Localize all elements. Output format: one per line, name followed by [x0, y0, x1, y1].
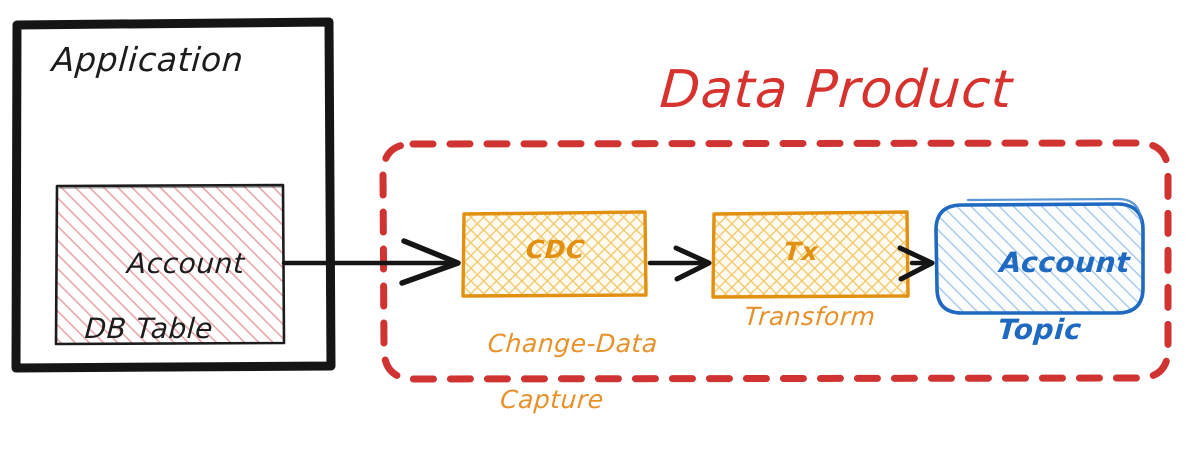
arrow-db-to-cdc: [281, 238, 461, 286]
cdc-box-shape: [461, 210, 648, 298]
account-topic-sketch-stroke: [966, 197, 1143, 224]
cdc-box-label: CDC: [524, 235, 586, 264]
account-db-table-label: Account DB Table: [80, 219, 248, 404]
arrow-cdc-to-transform: [647, 245, 712, 282]
account-topic-shape: [934, 197, 1145, 315]
data-product-container: [379, 139, 1172, 383]
diagram-canvas: Application Account DB Table Data Produc…: [11, 17, 1172, 414]
cdc-caption-line2: Capture: [499, 385, 605, 414]
transform-box-border: [711, 210, 910, 299]
account-topic-label-line1: Account: [998, 246, 1132, 280]
arrow-head: [673, 245, 712, 282]
db-table-label-line1: Account: [126, 247, 246, 281]
arrow-transform-to-topic: [897, 245, 935, 282]
arrow-head: [399, 238, 461, 286]
transform-box-label: Tx: [782, 237, 820, 266]
transform-caption: Transform: [743, 302, 877, 331]
cdc-caption-line1: Change-Data: [486, 329, 659, 358]
account-topic-label-line2: Topic: [996, 312, 1083, 346]
db-table-border: [54, 183, 286, 346]
transform-box-shape: [711, 210, 910, 299]
cdc-caption: Change-Data Capture: [437, 303, 668, 467]
data-product-dashed-border: [379, 139, 1172, 383]
db-table-label-line2: DB Table: [83, 311, 215, 345]
arrow-head: [897, 245, 935, 282]
diagram-graphics: [11, 17, 1172, 383]
account-db-table-shape: [54, 183, 286, 346]
application-title: Application: [50, 40, 246, 79]
account-topic-label: Account Topic: [948, 218, 1133, 405]
data-product-title: Data Product: [657, 60, 1015, 120]
db-table-sketch-stroke: [58, 186, 283, 189]
cdc-box-border: [461, 210, 648, 298]
